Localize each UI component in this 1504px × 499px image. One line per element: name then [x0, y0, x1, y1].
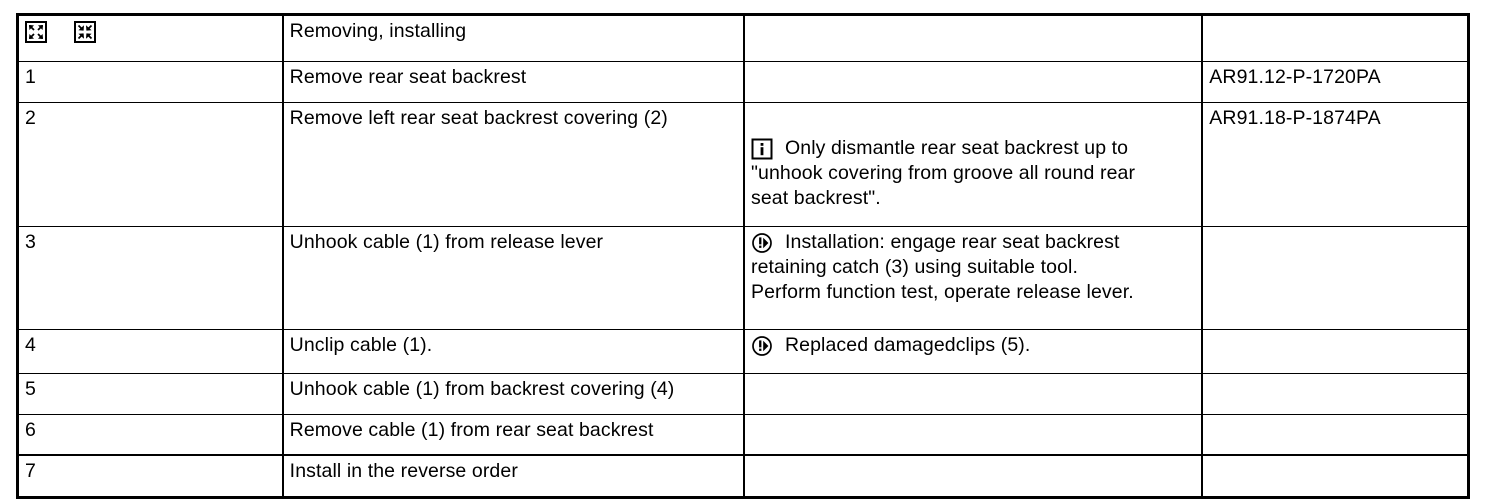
- note-line: Only dismantle rear seat backrest up to: [784, 137, 1129, 159]
- note-cell: Only dismantle rear seat backrest up to …: [743, 102, 1204, 227]
- procedure-table: Removing, installing 1 Remove rear seat …: [16, 13, 1470, 499]
- note-line: Replaced damagedclips (5).: [784, 334, 1031, 356]
- step-number: 5: [17, 373, 284, 415]
- reference-code: [1202, 373, 1469, 415]
- note-cell: [743, 373, 1204, 415]
- note-line: seat backrest".: [750, 187, 881, 209]
- expand-arrows-icon: [25, 21, 47, 43]
- operation-text: Remove left rear seat backrest covering …: [282, 102, 745, 227]
- caution-arrow-icon: [751, 232, 773, 254]
- info-icon: [751, 138, 773, 160]
- table-row: 2 Remove left rear seat backrest coverin…: [17, 102, 1469, 227]
- operation-text: Install in the reverse order: [282, 455, 745, 498]
- reference-code: [1202, 226, 1469, 330]
- header-operation-cell: Removing, installing: [282, 14, 745, 62]
- reference-code: [1202, 414, 1469, 456]
- operation-text: Unhook cable (1) from backrest covering …: [282, 373, 745, 415]
- reference-code: [1202, 329, 1469, 374]
- operation-text: Unhook cable (1) from release lever: [282, 226, 745, 330]
- step-number: 2: [17, 102, 284, 227]
- table-row: 4 Unclip cable (1). Replaced damaged: [17, 329, 1469, 374]
- reference-code: AR91.12-P-1720PA: [1202, 61, 1469, 103]
- note-line: retaining catch (3) using suitable tool.: [750, 256, 1079, 278]
- note-line: Perform function test, operate release l…: [750, 281, 1134, 303]
- caution-arrow-icon: [751, 335, 773, 357]
- reference-code: AR91.18-P-1874PA: [1202, 102, 1469, 227]
- table-row: 1 Remove rear seat backrest AR91.12-P-17…: [17, 61, 1469, 103]
- reference-code: [1202, 455, 1468, 498]
- note-cell: Replaced damagedclips (5).: [743, 329, 1204, 374]
- note-cell: [743, 455, 1204, 498]
- operation-text: Unclip cable (1).: [282, 329, 745, 374]
- operation-text: Remove rear seat backrest: [282, 61, 745, 103]
- table-header-row: Removing, installing: [17, 14, 1469, 62]
- table-row: 3 Unhook cable (1) from release lever: [17, 226, 1469, 330]
- workshop-procedure-table: Removing, installing 1 Remove rear seat …: [16, 13, 1470, 499]
- note-line: Installation: engage rear seat backrest: [784, 231, 1120, 253]
- note-line: "unhook covering from groove all round r…: [750, 162, 1136, 184]
- step-number: 3: [17, 226, 284, 330]
- step-number: 1: [17, 61, 284, 103]
- table-row: 5 Unhook cable (1) from backrest coverin…: [17, 373, 1469, 415]
- table-row: 7 Install in the reverse order: [17, 455, 1469, 498]
- operation-text: Remove cable (1) from rear seat backrest: [282, 414, 745, 456]
- note-cell: [743, 414, 1204, 456]
- header-note-cell: [743, 14, 1204, 62]
- step-number: 7: [17, 455, 284, 498]
- collapse-arrows-icon: [74, 21, 96, 43]
- step-number: 4: [17, 329, 284, 374]
- note-cell: Installation: engage rear seat backrest …: [743, 226, 1204, 330]
- header-icons-cell: [17, 14, 284, 62]
- table-row: 6 Remove cable (1) from rear seat backre…: [17, 414, 1469, 456]
- header-reference-cell: [1202, 14, 1469, 62]
- note-cell: [743, 61, 1204, 103]
- step-number: 6: [17, 414, 284, 456]
